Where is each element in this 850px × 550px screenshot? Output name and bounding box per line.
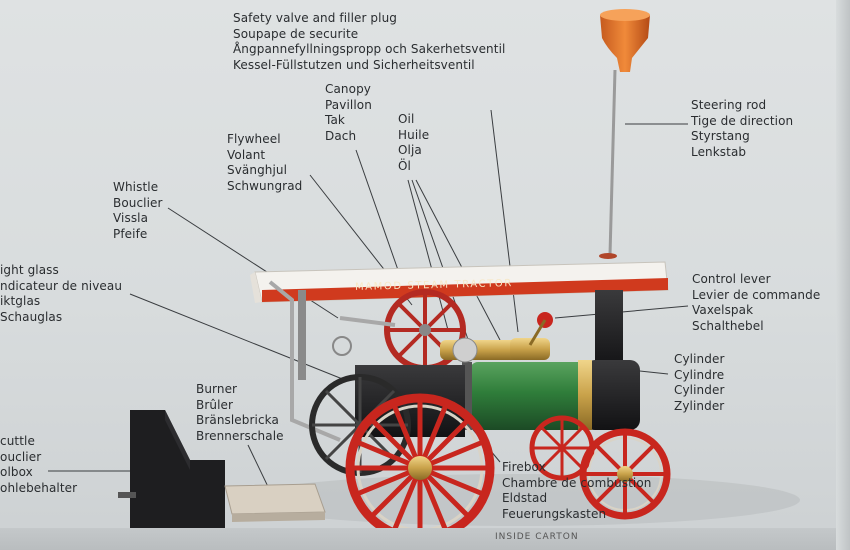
label-oil: Oil Huile Olja Öl <box>398 112 430 173</box>
boiler <box>462 360 640 430</box>
burner-tray <box>224 483 326 522</box>
label-cylinder: Cylinder Cylindre Cylinder Zylinder <box>674 352 725 413</box>
front-wheel-front <box>579 428 671 520</box>
label-whistle: Whistle Bouclier Vissla Pfeife <box>113 180 163 241</box>
coal-scuttle <box>118 410 225 530</box>
label-firebox: Firebox Chambre de combustion Eldstad Fe… <box>502 460 652 521</box>
carton-right-edge <box>836 0 850 550</box>
brass-cylinder <box>440 312 553 363</box>
label-flywheel: Flywheel Volant Svänghjul Schwungrad <box>227 132 303 193</box>
label-scuttle: cuttle ouclier olbox ohlebehalter <box>0 434 78 495</box>
label-canopy: Canopy Pavillon Tak Dach <box>325 82 372 143</box>
carton-bottom-text: INSIDE CARTON <box>495 532 579 542</box>
steering-rod <box>599 9 650 259</box>
label-sight-glass: ight glass ndicateur de niveau iktglas S… <box>0 263 123 324</box>
carton-bottom-strip <box>0 528 850 550</box>
rear-wheel-right <box>345 393 495 543</box>
label-burner: Burner Brûler Bränslebricka Brennerschal… <box>196 382 284 443</box>
label-steering-rod: Steering rod Tige de direction Styrstang… <box>691 98 794 159</box>
canopy-roof <box>250 261 669 303</box>
label-safety-valve: Safety valve and filler plug Soupape de … <box>233 11 506 72</box>
whistle-pipe <box>268 280 396 442</box>
label-control-lever: Control lever Levier de commande Vaxelsp… <box>692 272 821 333</box>
